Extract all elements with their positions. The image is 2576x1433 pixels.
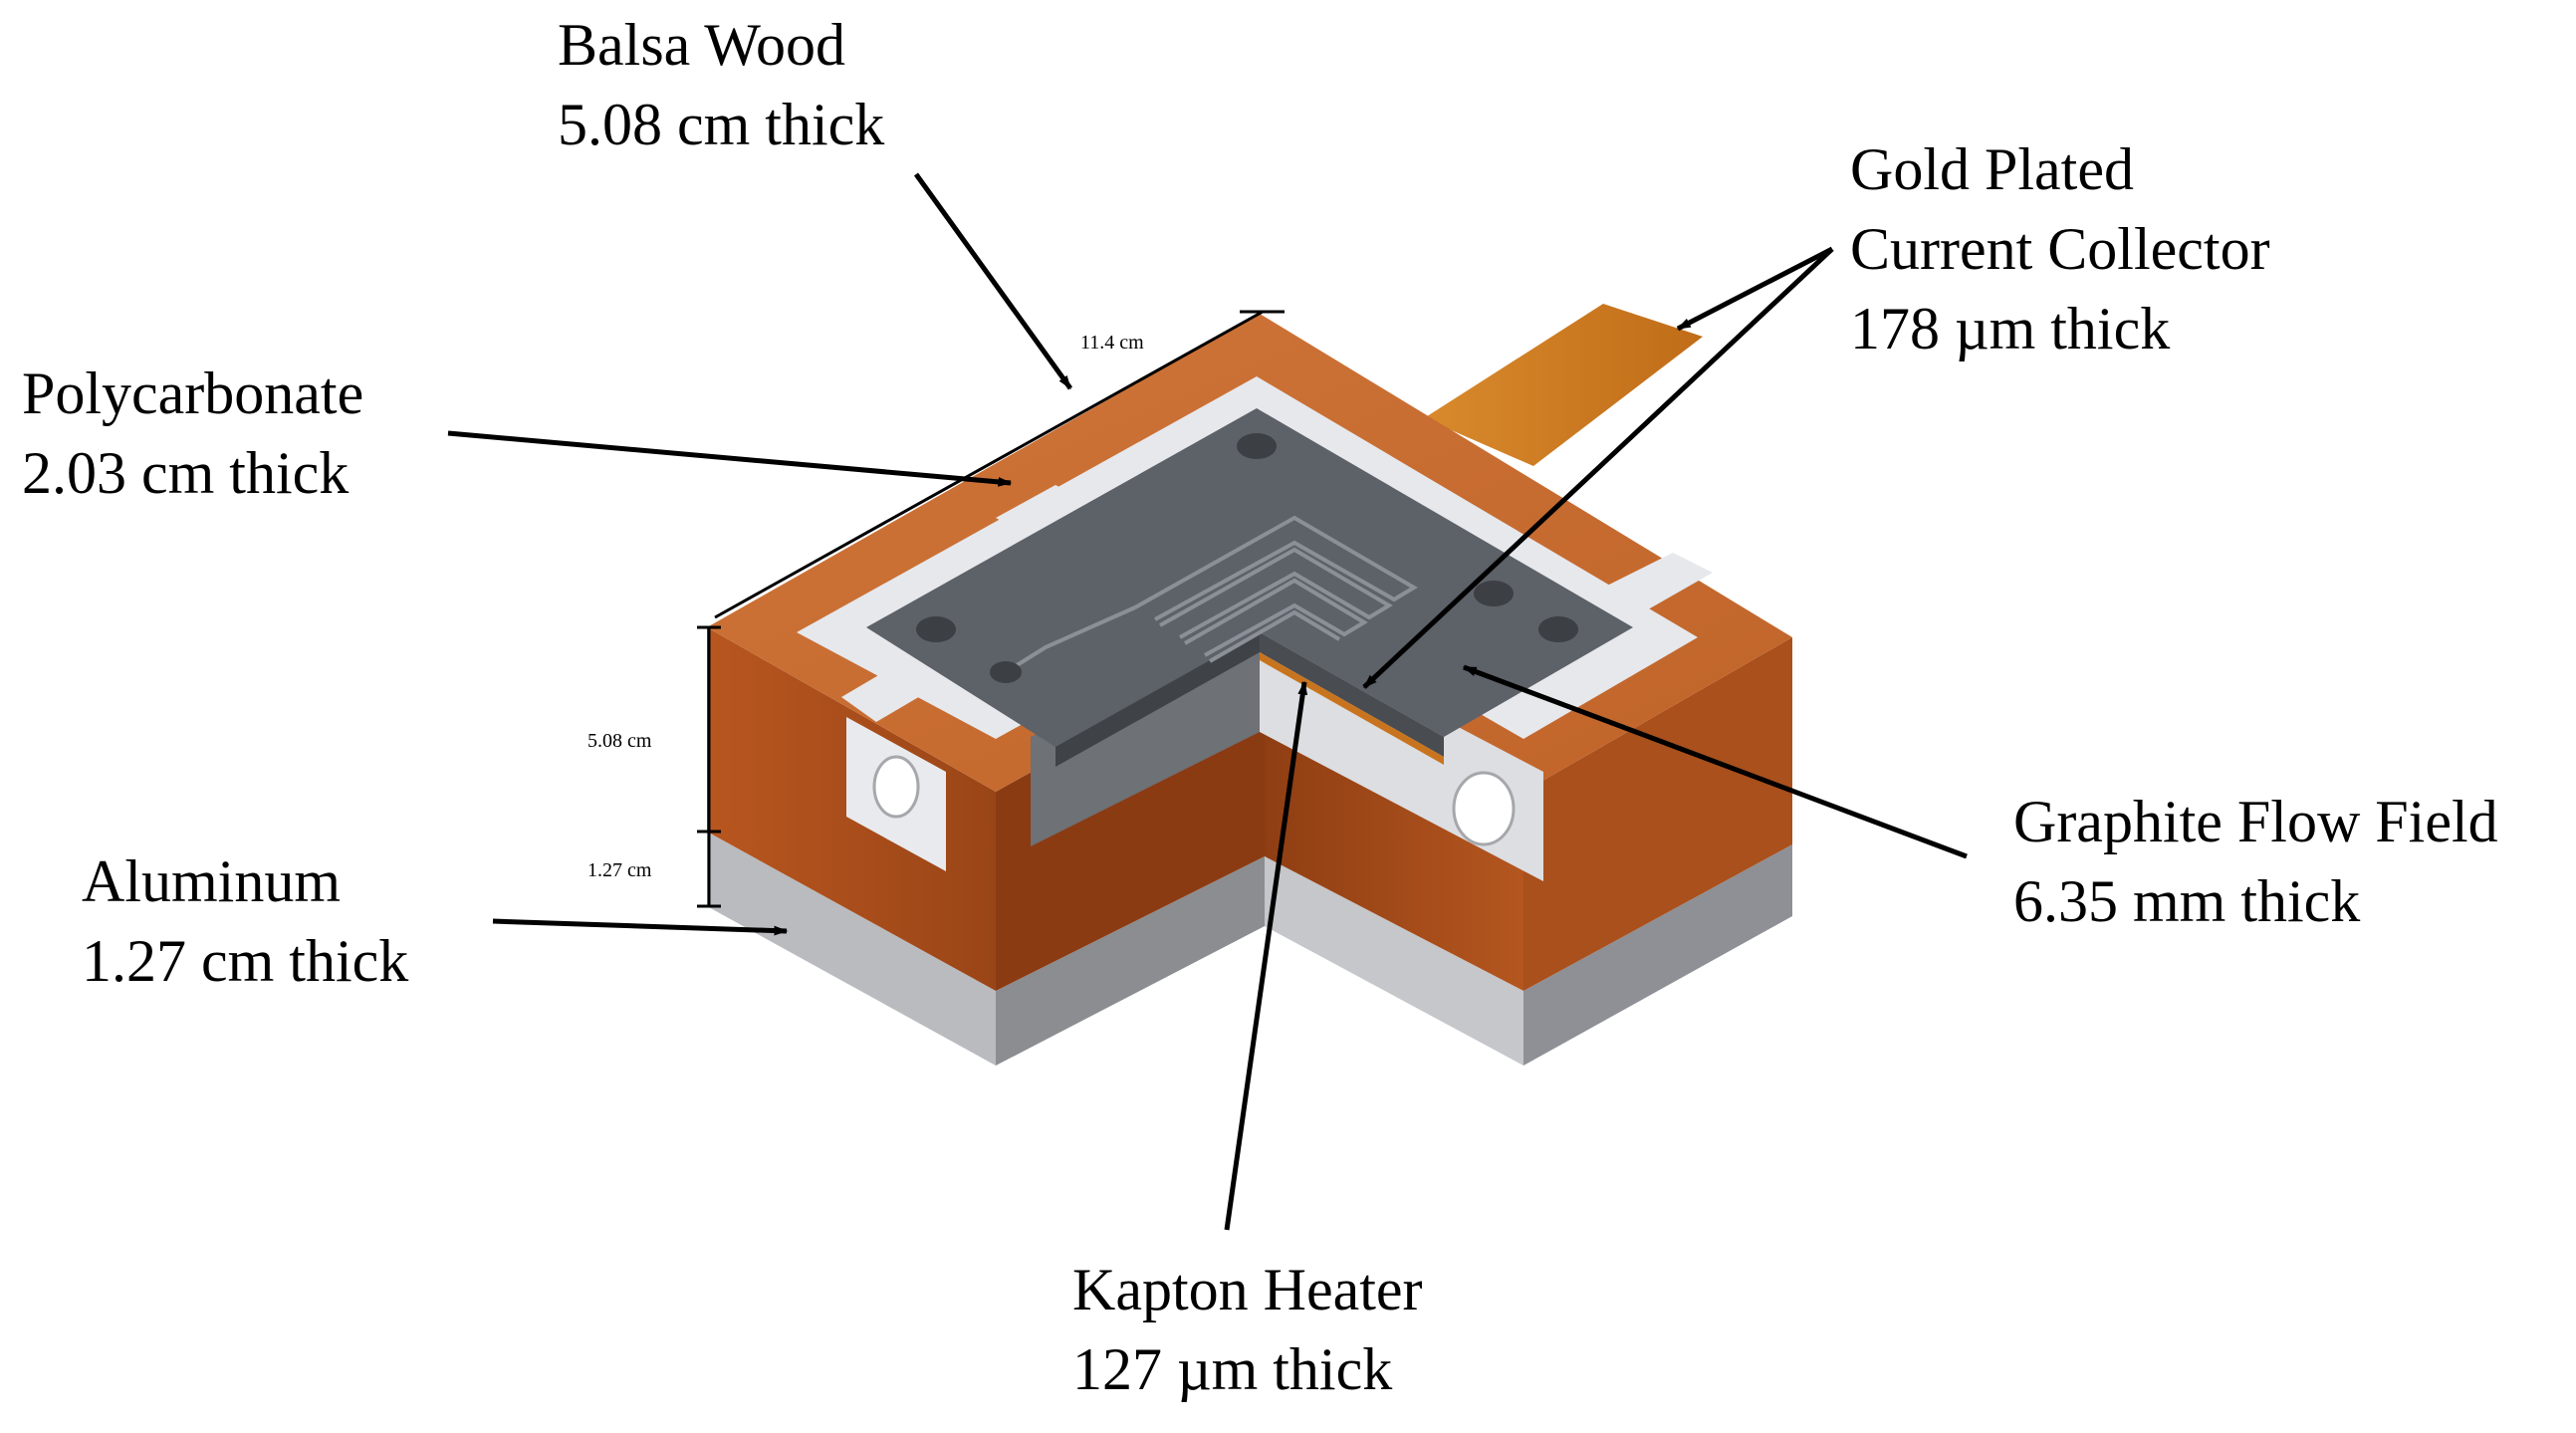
label-gold-current-collector: Gold Plated Current Collector 178 µm thi… [1850,129,2270,368]
bolt-hole [1538,616,1578,642]
kapton-arrow [1224,680,1308,1231]
label-graphite-flow-field: Graphite Flow Field 6.35 mm thick [2013,782,2498,941]
aluminum-base-front-left [996,856,1265,1066]
aluminum-base-right-face [1523,844,1792,1066]
gold-arrow-collector [1362,247,1834,689]
polycarbonate-port-hole-left [872,755,920,819]
kapton-heater-strip [1260,652,1444,765]
label-kapton-heater: Kapton Heater 127 µm thick [1072,1250,1423,1409]
graphite-plate-edge-right [1260,632,1444,757]
label-gold-line2: Current Collector [1850,216,2270,282]
aluminum-arrow [492,918,789,936]
width-dimension-line [714,310,1264,619]
label-kapton-thickness: 127 µm thick [1072,1336,1393,1402]
balsa-arrow [913,172,1073,390]
label-balsa-thickness: 5.08 cm thick [558,92,885,157]
aluminum-base-front-right [1265,856,1523,1066]
dimension-height-aluminum-label: 1.27 cm [587,859,652,881]
label-balsa-name: Balsa Wood [558,12,846,78]
bolt-hole [990,661,1022,683]
label-gold-line1: Gold Plated [1850,136,2134,202]
label-polycarbonate: Polycarbonate 2.03 cm thick [22,354,363,513]
dimension-width-label: 11.4 cm [1080,332,1144,354]
label-polycarbonate-thickness: 2.03 cm thick [22,440,350,506]
gold-arrow-tab [1676,246,1834,332]
polycarbonate-port-hole-right [1452,771,1516,846]
label-graphite-thickness: 6.35 mm thick [2013,868,2361,934]
bolt-holes [916,433,1578,683]
serpentine-flow-channels [1004,515,1418,674]
label-gold-thickness: 178 µm thick [1850,296,2171,361]
label-polycarbonate-name: Polycarbonate [22,360,364,426]
balsa-right-face [1523,637,1792,991]
label-balsa-wood: Balsa Wood 5.08 cm thick [558,5,884,164]
bolt-hole [1474,581,1514,606]
dimension-height-balsa-label: 5.08 cm [587,730,652,752]
graphite-flow-field-plate [866,408,1633,747]
label-aluminum-thickness: 1.27 cm thick [82,928,409,994]
dimension-lines [697,310,1285,908]
label-aluminum: Aluminum 1.27 cm thick [82,841,408,1001]
label-aluminum-name: Aluminum [82,848,342,914]
polycarbonate-arrow [447,430,1013,487]
graphite-arrow [1462,664,1968,859]
bolt-hole [916,616,956,642]
label-kapton-name: Kapton Heater [1072,1257,1423,1322]
aluminum-base-left-face [707,832,996,1066]
bolt-hole [1237,433,1277,459]
polycarbonate-tab-right [1603,553,1713,612]
callout-arrows [447,172,1968,1231]
polycarbonate-tab-top [996,485,1090,538]
label-graphite-name: Graphite Flow Field [2013,789,2498,854]
gold-current-collector-tab [1424,304,1703,466]
graphite-plate-edge [1055,632,1260,767]
